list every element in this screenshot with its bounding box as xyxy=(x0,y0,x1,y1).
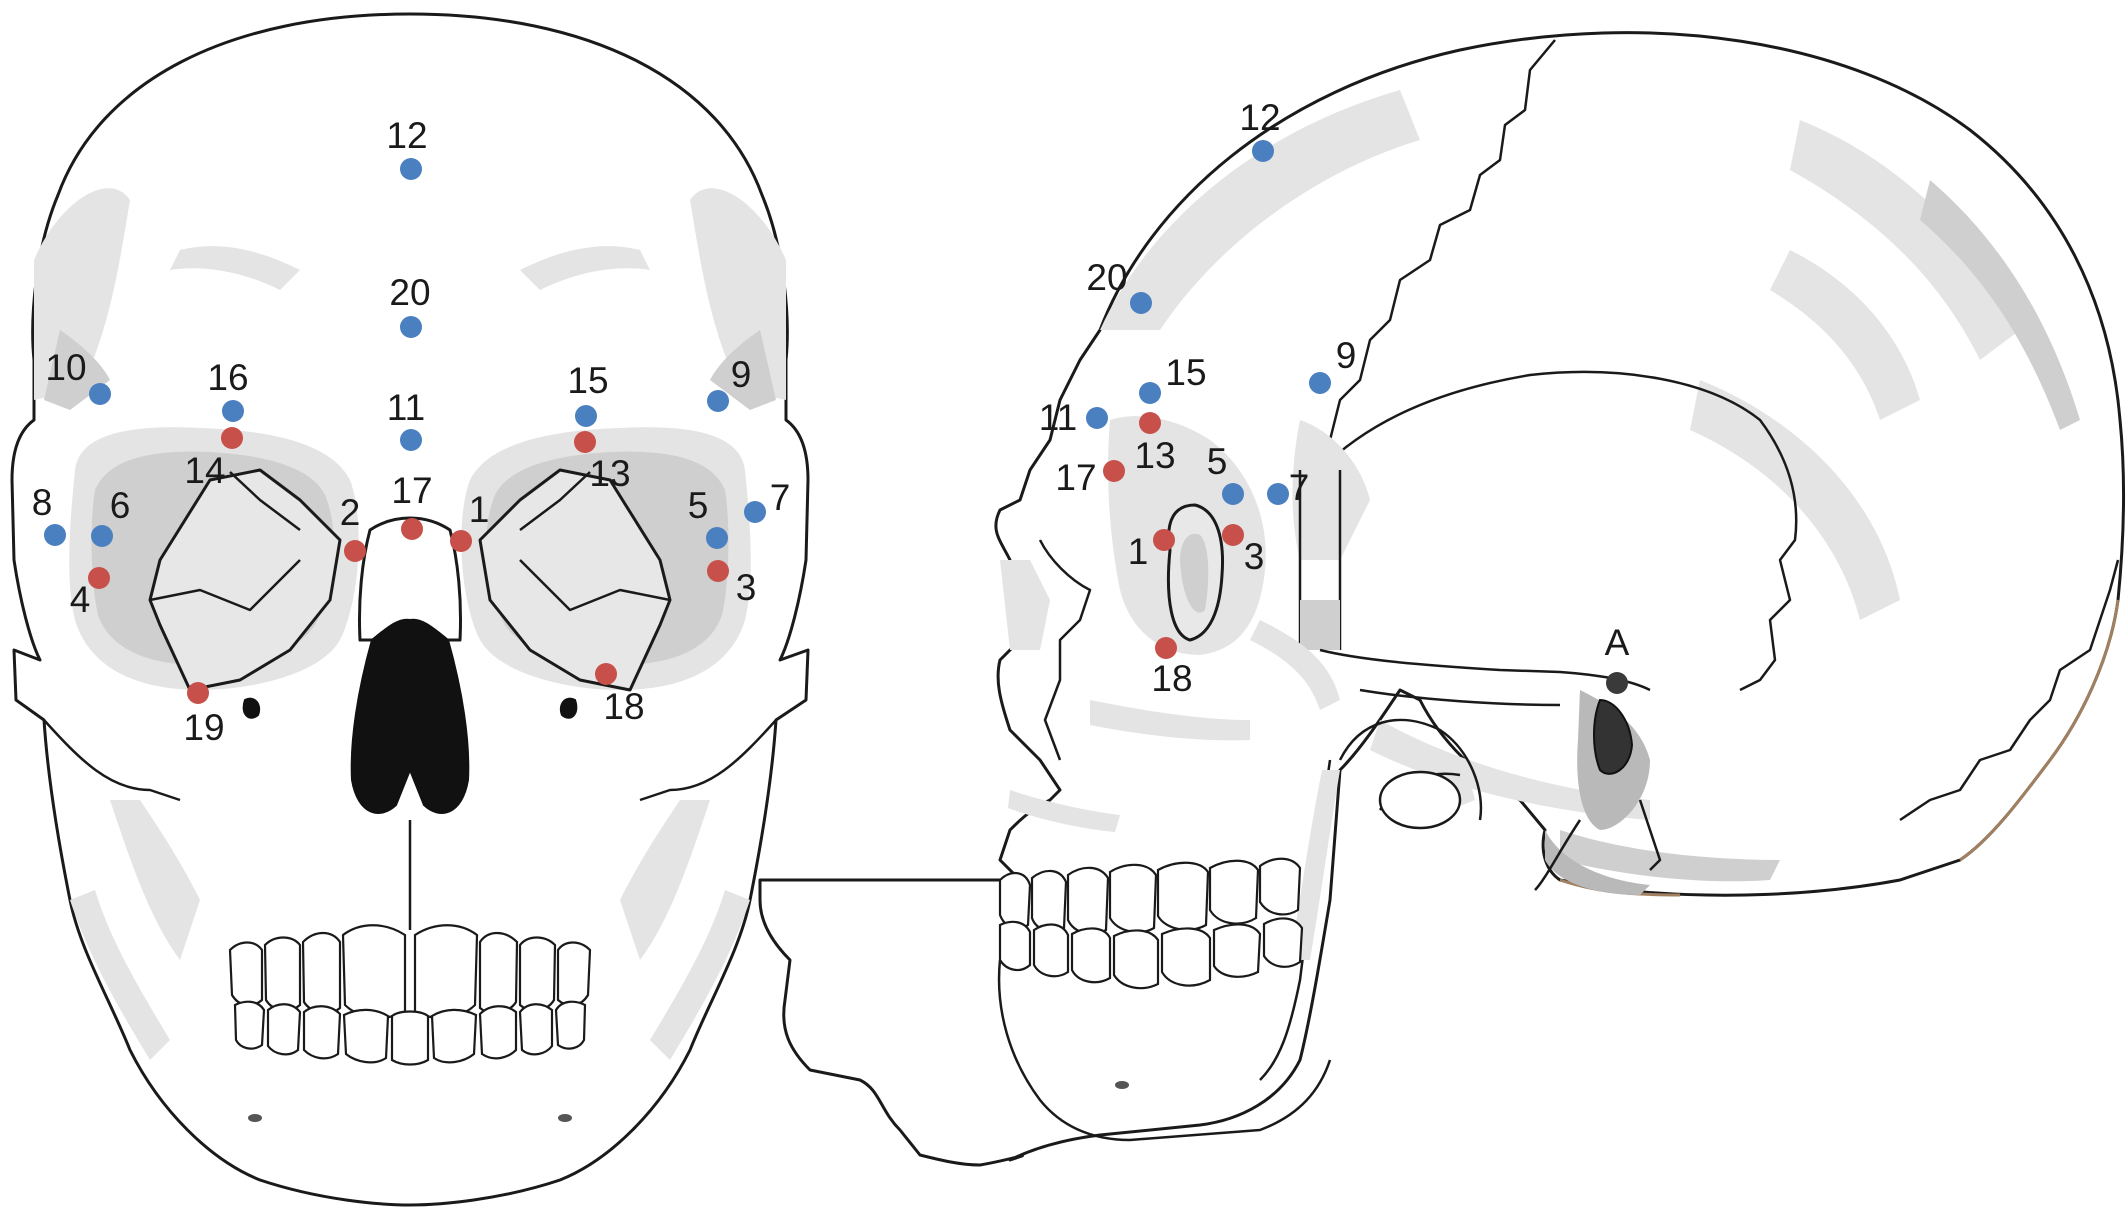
frontal-marker-dot-2 xyxy=(344,540,366,562)
lateral-marker-dot-18 xyxy=(1155,637,1177,659)
lateral-marker-label-1: 1 xyxy=(1128,531,1149,572)
frontal-marker-dot-15 xyxy=(575,405,597,427)
lateral-marker-label-9: 9 xyxy=(1336,335,1357,376)
frontal-marker-dot-12 xyxy=(400,158,422,180)
frontal-marker-dot-5 xyxy=(706,527,728,549)
frontal-marker-label-12: 12 xyxy=(386,115,427,156)
lateral-marker-label-11: 11 xyxy=(1039,397,1077,438)
lateral-marker-label-18: 18 xyxy=(1151,658,1192,699)
lateral-marker-dot-20 xyxy=(1130,292,1152,314)
lateral-skull xyxy=(758,31,2126,1167)
frontal-marker-label-9: 9 xyxy=(731,354,752,395)
lateral-marker-label-3: 3 xyxy=(1244,536,1265,577)
frontal-marker-label-8: 8 xyxy=(32,482,53,523)
lateral-marker-label-20: 20 xyxy=(1086,257,1127,298)
frontal-marker-dot-13 xyxy=(574,431,596,453)
lateral-marker-dot-9 xyxy=(1309,372,1331,394)
lateral-marker-dot-3 xyxy=(1222,524,1244,546)
lateral-marker-dot-5 xyxy=(1222,483,1244,505)
frontal-marker-dot-10 xyxy=(89,383,111,405)
lateral-marker-dot-13 xyxy=(1139,412,1161,434)
lateral-marker-dot-15 xyxy=(1139,382,1161,404)
frontal-marker-label-10: 10 xyxy=(45,347,86,388)
lateral-orbit xyxy=(1108,416,1266,655)
frontal-marker-label-14: 14 xyxy=(184,450,225,491)
frontal-teeth xyxy=(228,924,592,1066)
frontal-marker-label-1: 1 xyxy=(469,489,490,530)
frontal-marker-label-4: 4 xyxy=(70,579,91,620)
frontal-marker-label-16: 16 xyxy=(207,357,248,398)
lateral-marker-dot-11 xyxy=(1086,407,1108,429)
left-orbit xyxy=(461,427,751,692)
frontal-skull xyxy=(10,12,810,1207)
lateral-marker-label-17: 17 xyxy=(1055,457,1096,498)
frontal-marker-dot-8 xyxy=(44,524,66,546)
frontal-marker-label-11: 11 xyxy=(387,387,425,428)
lateral-marker-dot-1 xyxy=(1153,529,1175,551)
lateral-marker-label-12: 12 xyxy=(1239,97,1280,138)
lateral-teeth xyxy=(998,857,1304,990)
frontal-marker-dot-1 xyxy=(450,530,472,552)
frontal-marker-label-7: 7 xyxy=(770,477,791,518)
lateral-marker-label-15: 15 xyxy=(1165,352,1206,393)
frontal-marker-dot-6 xyxy=(91,525,113,547)
frontal-marker-dot-3 xyxy=(707,560,729,582)
lateral-marker-label-5: 5 xyxy=(1207,441,1228,482)
frontal-marker-label-17: 17 xyxy=(391,470,432,511)
frontal-marker-dot-19 xyxy=(187,682,209,704)
frontal-marker-label-19: 19 xyxy=(183,707,224,748)
lateral-marker-dot-7 xyxy=(1267,483,1289,505)
frontal-marker-dot-11 xyxy=(400,429,422,451)
lateral-marker-label-A: A xyxy=(1605,622,1630,663)
lateral-marker-dot-12 xyxy=(1252,140,1274,162)
frontal-marker-dot-7 xyxy=(744,501,766,523)
frontal-marker-dot-16 xyxy=(222,400,244,422)
frontal-marker-dot-14 xyxy=(221,427,243,449)
right-orbit xyxy=(69,427,359,692)
frontal-marker-label-15: 15 xyxy=(567,360,608,401)
frontal-marker-label-2: 2 xyxy=(340,492,361,533)
frontal-marker-dot-4 xyxy=(88,567,110,589)
lateral-marker-dot-A xyxy=(1606,672,1628,694)
frontal-marker-dot-18 xyxy=(595,663,617,685)
lateral-marker-label-13: 13 xyxy=(1134,435,1175,476)
frontal-marker-dot-17 xyxy=(401,518,423,540)
frontal-marker-dot-20 xyxy=(400,316,422,338)
frontal-marker-dot-9 xyxy=(707,390,729,412)
lateral-marker-dot-17 xyxy=(1103,460,1125,482)
frontal-marker-label-20: 20 xyxy=(389,272,430,313)
frontal-marker-label-6: 6 xyxy=(110,485,131,526)
frontal-marker-label-3: 3 xyxy=(736,567,757,608)
frontal-marker-label-5: 5 xyxy=(688,485,709,526)
lateral-marker-label-7: 7 xyxy=(1289,467,1310,508)
frontal-marker-label-13: 13 xyxy=(589,453,630,494)
frontal-marker-label-18: 18 xyxy=(603,686,644,727)
